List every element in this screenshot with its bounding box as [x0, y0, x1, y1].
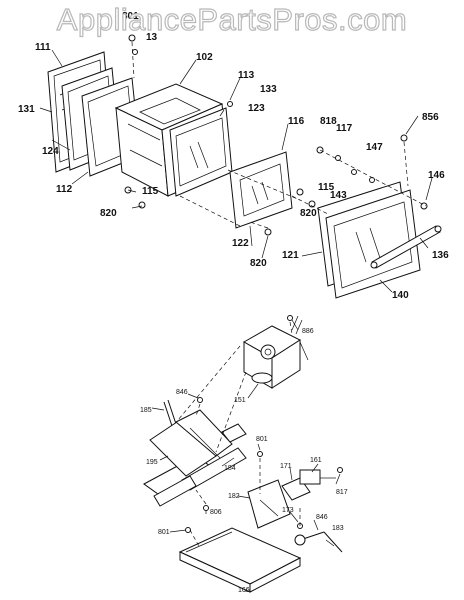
- bracket-195: [143, 409, 247, 507]
- label-171: 171: [280, 463, 292, 470]
- label-806: 806: [210, 509, 222, 516]
- label-820-low: 820: [250, 258, 267, 269]
- window-plate-116: [229, 151, 293, 229]
- label-143: 143: [330, 190, 347, 201]
- callout-labels: 801 13 111 102 113 133 123 131 124 112 1…: [18, 11, 449, 594]
- label-115-left: 115: [142, 186, 159, 197]
- label-184: 184: [224, 465, 236, 472]
- label-151: 151: [234, 397, 246, 404]
- tray-166: [178, 527, 302, 593]
- label-113: 113: [238, 70, 255, 81]
- upper-screws: [124, 34, 428, 236]
- label-161: 161: [310, 457, 322, 464]
- label-131: 131: [18, 104, 35, 115]
- lever-183: [294, 523, 343, 553]
- plate-182: [247, 479, 291, 529]
- inner-glass-123: [169, 107, 233, 197]
- label-886: 886: [302, 328, 314, 335]
- label-801-low: 801: [158, 529, 170, 536]
- label-195: 195: [146, 459, 158, 466]
- outer-door-panel-140: [325, 189, 421, 299]
- label-112: 112: [56, 184, 73, 195]
- label-846-low: 846: [316, 514, 328, 521]
- label-140: 140: [392, 290, 409, 301]
- label-801-mid: 801: [256, 436, 268, 443]
- label-122: 122: [232, 238, 249, 249]
- site-watermark: AppliancePartsPros.com: [56, 1, 408, 37]
- label-117: 117: [336, 123, 353, 134]
- label-818: 818: [320, 116, 337, 127]
- label-856: 856: [422, 112, 439, 123]
- plate-184: [221, 423, 247, 443]
- label-111: 111: [35, 42, 51, 53]
- lower-explode-lines: [177, 321, 301, 549]
- label-13: 13: [146, 32, 158, 43]
- label-166: 166: [238, 587, 250, 594]
- label-147: 147: [366, 142, 383, 153]
- rod-185: [163, 399, 177, 427]
- label-116: 116: [288, 116, 305, 127]
- label-115-right: 115: [318, 182, 335, 193]
- label-817: 817: [336, 489, 348, 496]
- label-801-top: 801: [122, 11, 139, 22]
- lower-leader-lines: [151, 319, 341, 592]
- upper-explode-lines: [131, 41, 427, 229]
- label-182: 182: [228, 493, 240, 500]
- label-820-left: 820: [100, 208, 117, 219]
- label-820-mid: 820: [300, 208, 317, 219]
- label-183: 183: [332, 525, 344, 532]
- label-173: 173: [282, 507, 294, 514]
- upper-leader-lines: [39, 49, 433, 293]
- label-123: 123: [248, 103, 265, 114]
- switch-171: [281, 469, 336, 501]
- label-124: 124: [42, 146, 59, 157]
- label-846-top: 846: [176, 389, 188, 396]
- door-handle-136: [370, 225, 442, 269]
- latch-motor-151: [242, 315, 309, 389]
- label-185: 185: [140, 407, 152, 414]
- label-133: 133: [260, 84, 277, 95]
- label-136: 136: [432, 250, 449, 261]
- label-146: 146: [428, 170, 445, 181]
- label-121: 121: [282, 250, 299, 261]
- label-102: 102: [196, 52, 213, 63]
